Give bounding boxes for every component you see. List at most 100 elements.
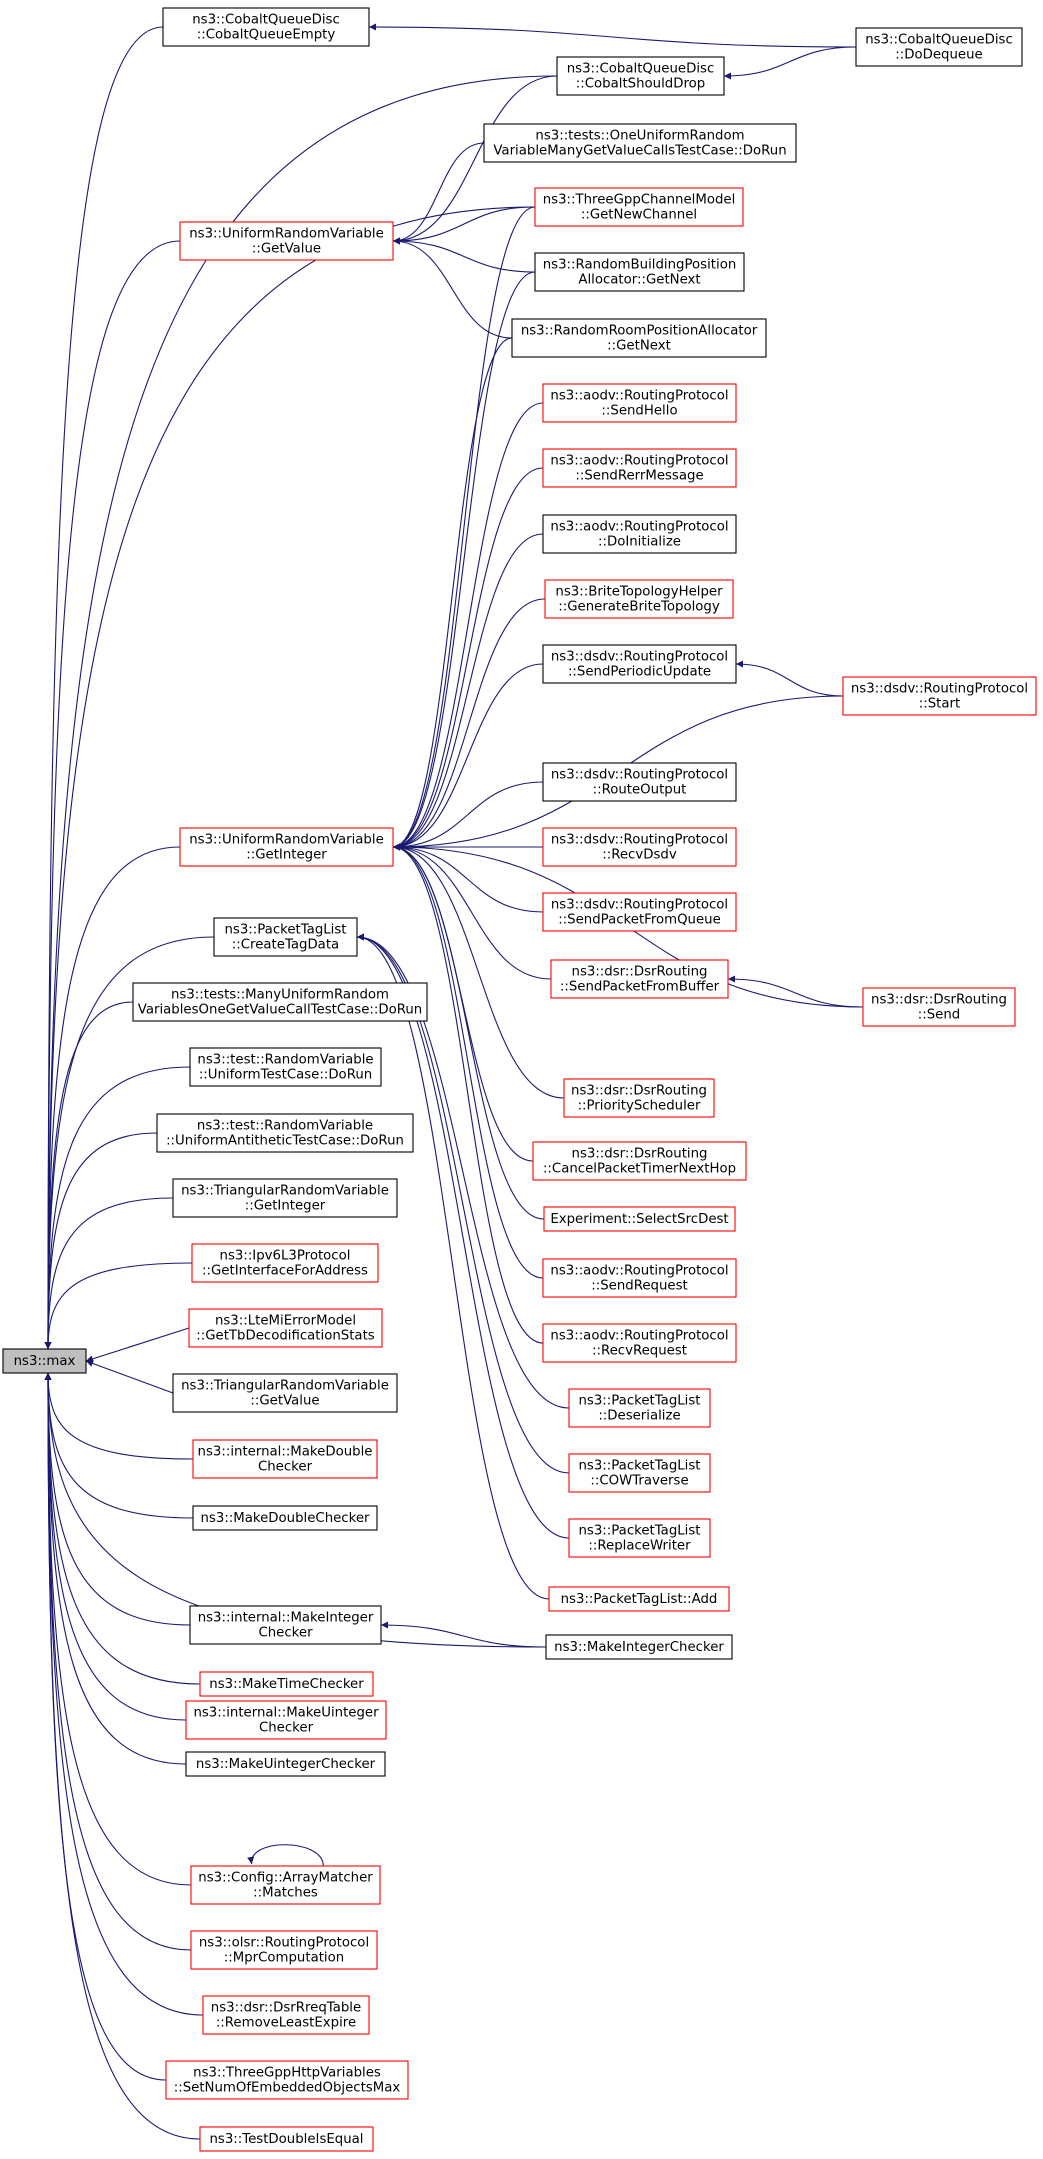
graph-node-aodv-recvreq[interactable]: ns3::aodv::RoutingProtocol::RecvRequest [542,1323,737,1363]
graph-node-make-double-internal[interactable]: ns3::internal::MakeDoubleChecker [192,1439,378,1479]
graph-node-packettag-replace[interactable]: ns3::PacketTagList::ReplaceWriter [568,1518,711,1558]
graph-node-max[interactable]: ns3::max [2,1348,87,1374]
node-label-line: ::RecvDsdv [602,848,677,863]
node-label-line: ns3::Ipv6L3Protocol [220,1249,351,1264]
node-label-line: ns3::ThreeGppChannelModel [543,193,736,208]
graph-node-rv-uniform[interactable]: ns3::test::RandomVariable::UniformTestCa… [189,1047,382,1087]
graph-node-make-time[interactable]: ns3::MakeTimeChecker [199,1671,374,1697]
graph-node-packettag-cow[interactable]: ns3::PacketTagList::COWTraverse [568,1453,711,1493]
graph-node-make-integer-internal[interactable]: ns3::internal::MakeIntegerChecker [189,1605,382,1645]
node-box [202,1995,370,2035]
node-box [156,1113,414,1153]
graph-node-many-uniform[interactable]: ns3::tests::ManyUniformRandomVariablesOn… [132,982,428,1022]
graph-node-threegpp-channel[interactable]: ns3::ThreeGppChannelModel::GetNewChannel [534,187,744,227]
graph-node-olsr-mpr[interactable]: ns3::olsr::RoutingProtocol::MprComputati… [190,1930,378,1970]
node-box [199,2126,374,2152]
graph-node-dsr-send[interactable]: ns3::dsr::DsrRouting::Send [862,987,1016,1027]
graph-node-rand-building[interactable]: ns3::RandomBuildingPositionAllocator::Ge… [534,252,745,292]
node-label-line: ns3::internal::MakeInteger [198,1611,374,1626]
node-label-line: ns3::dsr::DsrRouting [571,1084,707,1099]
edge-cobalt-drop-to-urv-getvalue [392,75,558,245]
graph-node-urv-getinteger[interactable]: ns3::UniformRandomVariable::GetInteger [179,827,394,867]
graph-node-tri-getvalue[interactable]: ns3::TriangularRandomVariable::GetValue [172,1373,398,1413]
node-label-line: ::GenerateBriteTopology [558,600,720,615]
node-label-line: VariablesOneGetValueCallTestCase::DoRun [138,1003,422,1018]
graph-node-aodv-sendreq[interactable]: ns3::aodv::RoutingProtocol::SendRequest [542,1258,737,1298]
graph-node-dsdv-recv[interactable]: ns3::dsdv::RoutingProtocol::RecvDsdv [542,827,737,867]
graph-node-urv-getvalue[interactable]: ns3::UniformRandomVariable::GetValue [179,221,394,261]
node-label-line: ::GetInteger [245,1199,326,1214]
graph-node-brite[interactable]: ns3::BriteTopologyHelper::GenerateBriteT… [544,579,734,619]
graph-node-config-matches[interactable]: ns3::Config::ArrayMatcher::Matches [190,1865,381,1905]
graph-node-dsdv-sendqueue[interactable]: ns3::dsdv::RoutingProtocol::SendPacketFr… [542,892,737,932]
graph-node-dsdv-routeoutput[interactable]: ns3::dsdv::RoutingProtocol::RouteOutput [542,762,737,802]
node-label-line: ns3::test::RandomVariable [197,1119,373,1134]
edge-aodv-sendreq-to-urv-getinteger [392,843,544,1279]
node-label-line: ::CancelPacketTimerNextHop [543,1162,736,1177]
node-box [179,221,394,261]
node-box [542,644,737,684]
node-label-line: ns3::dsdv::RoutingProtocol [551,833,728,848]
graph-node-make-uinteger[interactable]: ns3::MakeUintegerChecker [185,1751,386,1777]
graph-node-dsdv-start[interactable]: ns3::dsdv::RoutingProtocol::Start [842,676,1037,716]
node-label-line: ns3::aodv::RoutingProtocol [550,520,728,535]
node-label-line: ns3::Config::ArrayMatcher [198,1871,373,1886]
edge-threegpp-channel-to-max [44,206,536,1350]
node-box [542,383,737,423]
node-label-line: ::DoDequeue [895,48,982,63]
node-label-line: ns3::CobaltQueueDisc [865,33,1013,48]
node-label-line: ::COWTraverse [590,1474,688,1489]
graph-node-experiment[interactable]: Experiment::SelectSrcDest [543,1206,736,1232]
graph-node-aodv-hello[interactable]: ns3::aodv::RoutingProtocol::SendHello [542,383,737,423]
graph-node-packettag-deser[interactable]: ns3::PacketTagList::Deserialize [568,1388,711,1428]
graph-node-lte[interactable]: ns3::LteMiErrorModel::GetTbDecodificatio… [188,1308,383,1348]
graph-node-make-integer[interactable]: ns3::MakeIntegerChecker [545,1634,733,1660]
node-label-line: ::SendRequest [591,1279,687,1294]
node-label-line: ns3::PacketTagList [578,1394,700,1409]
node-label-line: ns3::CobaltQueueDisc [567,62,715,77]
graph-node-tri-getinteger[interactable]: ns3::TriangularRandomVariable::GetIntege… [172,1178,398,1218]
graph-node-ipv6[interactable]: ns3::Ipv6L3Protocol::GetInterfaceForAddr… [191,1243,379,1283]
node-label-line: ::RouteOutput [593,783,687,798]
graph-node-packettag-add[interactable]: ns3::PacketTagList::Add [548,1586,730,1612]
edge-make-double-to-max [44,1372,194,1519]
node-box [568,1453,711,1493]
node-label-line: ::GetValue [252,242,321,257]
edge-cobalt-dequeue-to-cobalt-drop [723,46,857,80]
graph-node-cobalt-empty[interactable]: ns3::CobaltQueueDisc::CobaltQueueEmpty [162,7,370,47]
graph-node-dsr-priority[interactable]: ns3::dsr::DsrRouting::PriorityScheduler [563,1078,715,1118]
graph-node-one-uniform[interactable]: ns3::tests::OneUniformRandomVariableMany… [483,123,797,163]
graph-node-dsr-cancel[interactable]: ns3::dsr::DsrRouting::CancelPacketTimerN… [532,1141,747,1181]
graph-node-packettag-create[interactable]: ns3::PacketTagList::CreateTagData [213,917,358,957]
graph-node-aodv-init[interactable]: ns3::aodv::RoutingProtocol::DoInitialize [542,514,737,554]
edge-rand-building-to-urv-getvalue [392,237,536,273]
node-box [483,123,797,163]
node-box [542,892,737,932]
graph-node-dsdv-periodic[interactable]: ns3::dsdv::RoutingProtocol::SendPeriodic… [542,644,737,684]
node-label-line: ns3::MakeDoubleChecker [201,1511,371,1526]
edge-many-uniform-to-max [44,1001,134,1350]
node-box [855,27,1023,67]
node-label-line: ns3::dsdv::RoutingProtocol [551,650,728,665]
node-label-line: ::ReplaceWriter [588,1539,691,1554]
graph-node-rand-room[interactable]: ns3::RandomRoomPositionAllocator::GetNex… [511,318,767,358]
graph-node-threegpp-http[interactable]: ns3::ThreeGppHttpVariables::SetNumOfEmbe… [165,2060,409,2100]
graph-node-make-double[interactable]: ns3::MakeDoubleChecker [192,1505,378,1531]
node-label-line: ::CreateTagData [232,938,339,953]
edge-dsdv-sendqueue-to-urv-getinteger [392,843,544,913]
edge-config-matches-to-max [44,1372,192,1886]
node-box [568,1388,711,1428]
graph-node-dsr-rreq[interactable]: ns3::dsr::DsrRreqTable::RemoveLeastExpir… [202,1995,370,2035]
node-label-line: ns3::aodv::RoutingProtocol [550,389,728,404]
graph-node-cobalt-dequeue[interactable]: ns3::CobaltQueueDisc::DoDequeue [855,27,1023,67]
nodes-layer: ns3::max ns3::CobaltQueueDisc::CobaltQueu… [2,7,1037,2152]
graph-node-make-uinteger-internal[interactable]: ns3::internal::MakeUintegerChecker [185,1700,387,1740]
graph-node-cobalt-drop[interactable]: ns3::CobaltQueueDisc::CobaltShouldDrop [556,56,725,96]
node-box [542,827,737,867]
graph-node-aodv-rerr[interactable]: ns3::aodv::RoutingProtocol::SendRerrMess… [542,448,737,488]
graph-node-dsr-sendbuffer[interactable]: ns3::dsr::DsrRouting::SendPacketFromBuff… [550,959,729,999]
graph-node-rv-antithetic[interactable]: ns3::test::RandomVariable::UniformAntith… [156,1113,414,1153]
node-box [556,56,725,96]
graph-node-test-double[interactable]: ns3::TestDoubleIsEqual [199,2126,374,2152]
node-label-line: ns3::RandomRoomPositionAllocator [521,324,758,339]
